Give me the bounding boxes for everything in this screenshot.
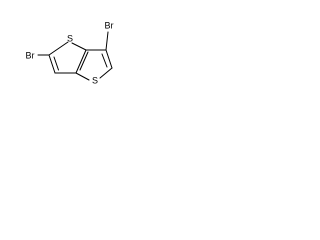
atom-labels: Br S Br S — [26, 20, 114, 85]
bond-c-left-to-c-bottom-left-double — [53, 56, 59, 71]
bond-c-top-right-to-br-right — [105, 31, 109, 51]
bond-s-lower-to-c-center-bottom — [75, 72, 90, 81]
bond-c-top-right-to-c-right — [105, 49, 113, 69]
bond-c-right-to-s-lower — [99, 67, 113, 79]
bond-fused-double — [79, 51, 89, 71]
bond-c-top-right-to-c-right-double — [101, 53, 108, 68]
bond-s-upper-to-c-left — [48, 41, 69, 56]
atom-br-left: Br — [26, 50, 35, 60]
bond-c-left-to-c-bottom-left — [48, 54, 56, 74]
atom-s-upper: S — [67, 33, 73, 43]
bonds — [37, 31, 113, 81]
bond-s-upper-to-c-center-top — [71, 42, 87, 51]
atom-br-right: Br — [105, 20, 114, 30]
bond-c-center-bottom-to-c-center-top — [75, 49, 87, 74]
structure-svg: Br S Br S — [26, 20, 114, 85]
atom-s-lower: S — [92, 75, 98, 85]
molecule-diagram: Br S Br S — [0, 0, 147, 99]
